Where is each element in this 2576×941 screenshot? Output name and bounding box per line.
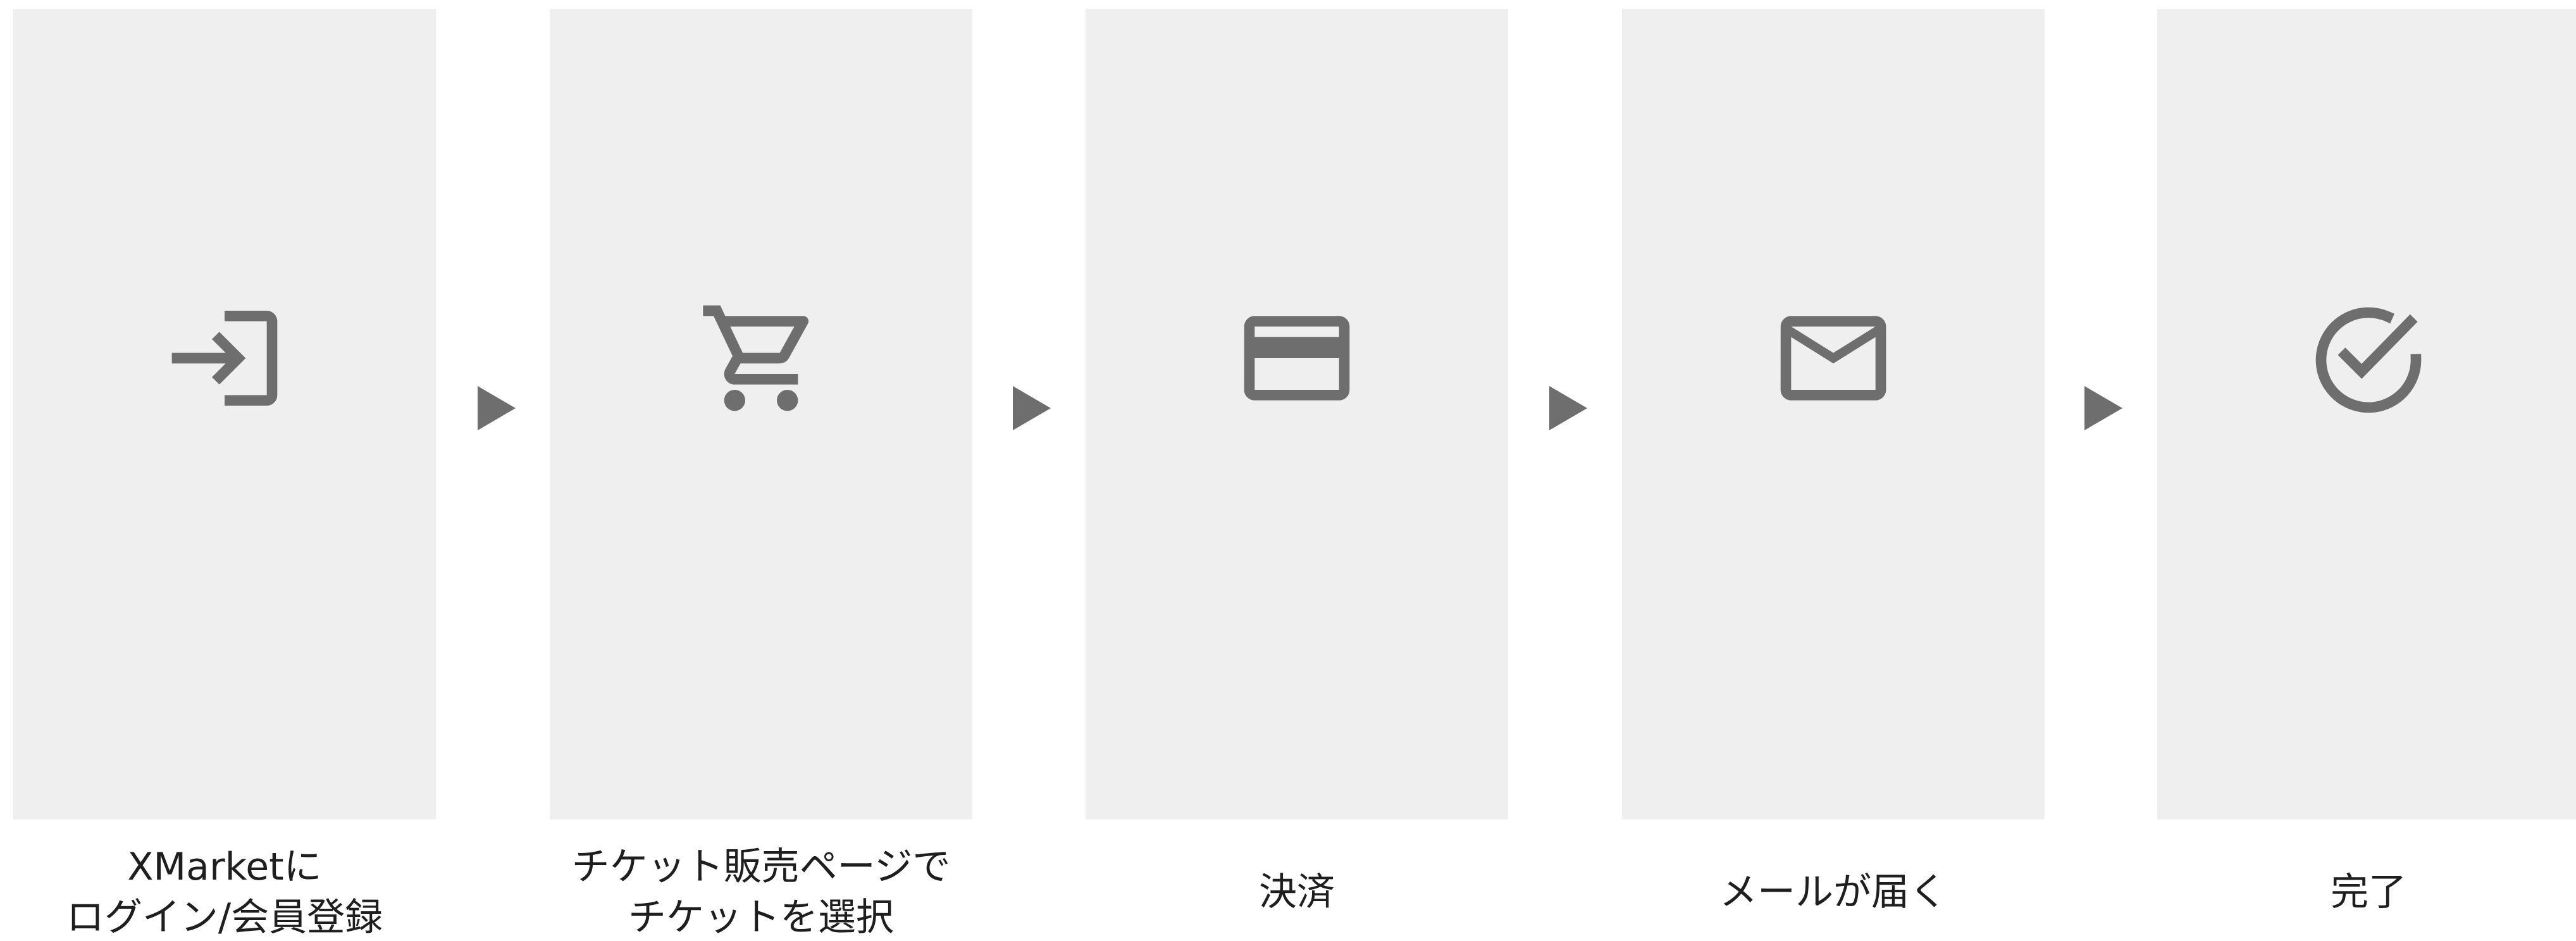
check-circle-icon	[2305, 295, 2432, 421]
step-label: 完了	[2132, 842, 2576, 941]
step-panel	[550, 9, 972, 819]
step-label-line-2: ログイン/会員登録	[66, 895, 383, 940]
step-mail-arrives: メールが届く	[1622, 0, 2045, 941]
play-arrow-icon	[1013, 386, 1051, 430]
step-login: XMarketに ログイン/会員登録	[13, 0, 436, 941]
step-complete: 完了	[2157, 0, 2576, 941]
login-icon	[161, 295, 288, 421]
step-panel	[13, 9, 436, 819]
step-label-line-1: XMarketに	[127, 845, 322, 889]
step-label-line-1: チケット販売ページで	[571, 845, 951, 889]
credit-card-icon	[1234, 295, 1360, 421]
play-arrow-icon	[2084, 386, 2122, 430]
play-arrow-icon	[478, 386, 516, 430]
step-label-line-1: 完了	[2331, 870, 2406, 914]
mail-icon	[1770, 295, 1897, 421]
step-label: メールが届く	[1597, 842, 2070, 941]
shopping-cart-icon	[698, 295, 824, 421]
step-label: 決済	[1060, 842, 1533, 941]
step-label: XMarketに ログイン/会員登録	[0, 842, 461, 941]
step-payment: 決済	[1086, 0, 1508, 941]
step-panel	[1086, 9, 1508, 819]
step-panel	[1622, 9, 2045, 819]
step-label-line-2: チケットを選択	[628, 895, 894, 940]
step-panel	[2157, 9, 2576, 819]
step-label-line-1: 決済	[1259, 870, 1335, 914]
step-select-ticket: チケット販売ページで チケットを選択	[550, 0, 972, 941]
step-label: チケット販売ページで チケットを選択	[524, 842, 998, 941]
play-arrow-icon	[1549, 386, 1587, 430]
step-label-line-1: メールが届く	[1719, 870, 1947, 914]
